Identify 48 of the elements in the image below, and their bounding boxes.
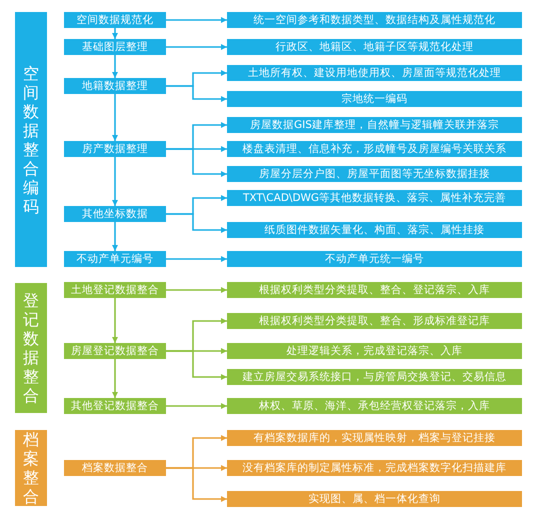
category-bar: 登记数据整合 — [15, 283, 47, 413]
arrow — [166, 403, 227, 409]
task-box: 行政区、地籍区、地籍子区等规范化处理 — [227, 39, 522, 55]
task-box: 根据权利类型分类提取、整合、登记落宗、入库 — [227, 282, 522, 298]
task-box: TXT\CAD\DWG等其他数据转换、落宗、属性补充完善 — [227, 190, 522, 206]
task-box: 建立房屋交易系统接口，与房管局交换登记、交易信息 — [227, 369, 522, 385]
task-box: 宗地统一编码 — [227, 91, 522, 107]
arrow — [112, 298, 118, 343]
arrow — [166, 148, 227, 177]
task-box: 纸质图件数据矢量化、构面、落宗、属性挂接 — [227, 222, 522, 238]
arrow — [166, 85, 227, 102]
step-box: 不动产单元编号 — [64, 251, 166, 267]
step-box: 空间数据规范化 — [64, 12, 166, 28]
step-box: 档案数据整合 — [64, 460, 166, 476]
arrow — [166, 467, 227, 502]
task-box: 不动产单元统一编号 — [227, 251, 522, 267]
task-box: 有档案数据库的，实现属性映射，档案与登记挂接 — [227, 430, 522, 446]
category-bar: 空间数据整合编码 — [15, 12, 47, 267]
arrow — [166, 17, 227, 23]
arrow — [166, 256, 227, 262]
arrow — [112, 28, 118, 39]
task-box: 实现图、属、档一体化查询 — [227, 491, 522, 507]
task-box: 土地所有权、建设用地使用权、房屋面等规范化处理 — [227, 65, 522, 81]
task-box: 没有档案库的制定属性标准，完成档案数字化扫描建库 — [227, 460, 522, 476]
task-box: 根据权利类型分类提取、整合、形成标准登记库 — [227, 313, 522, 329]
arrow — [112, 94, 118, 141]
step-box: 其他登记数据整合 — [64, 398, 166, 414]
arrow — [166, 44, 227, 50]
arrow — [112, 55, 118, 78]
step-box: 房屋登记数据整合 — [64, 343, 166, 359]
category-bar: 档案整合 — [15, 430, 47, 506]
arrow — [112, 222, 118, 251]
task-box: 房屋数据GIS建库整理，自然幢与逻辑幢关联并落宗 — [227, 117, 522, 133]
task-box: 楼盘表清理、信息补充，形成幢号及房屋编号关联关系 — [227, 141, 522, 157]
task-box: 林权、草原、海洋、承包经营权登记落宗，入库 — [227, 398, 522, 414]
step-box: 土地登记数据整合 — [64, 282, 166, 298]
step-box: 地籍数据整理 — [64, 78, 166, 94]
task-box: 房屋分层分户图、房屋平面图等无坐标数据挂接 — [227, 166, 522, 182]
task-box: 处理逻辑关系，完成登记落宗、入库 — [227, 343, 522, 359]
task-box: 统一空间参考和数据类型、数据结构及属性规范化 — [227, 12, 522, 28]
step-box: 其他坐标数据 — [64, 206, 166, 222]
arrow — [112, 157, 118, 206]
step-box: 房产数据整理 — [64, 141, 166, 157]
arrow — [112, 359, 118, 398]
step-box: 基础图层整理 — [64, 39, 166, 55]
arrow — [166, 287, 227, 293]
arrow — [166, 213, 227, 233]
arrow — [166, 350, 227, 380]
